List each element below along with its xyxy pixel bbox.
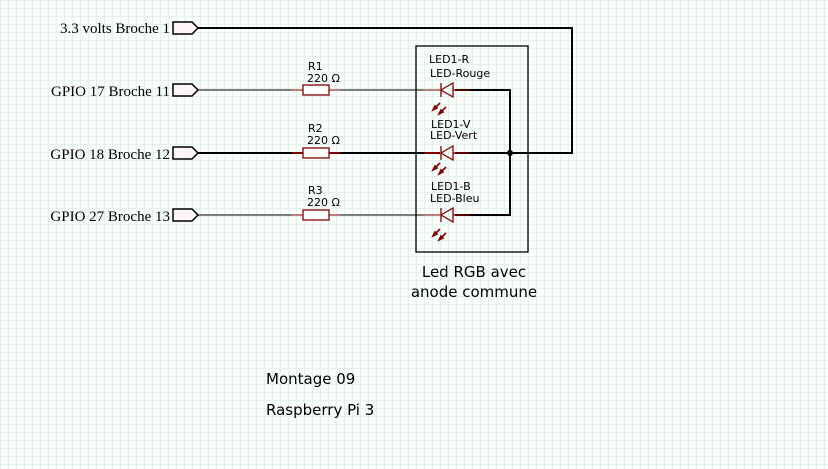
led-name: LED-Rouge [430, 67, 490, 80]
wire-3v3 [198, 27, 573, 154]
port-label: GPIO 27 Broche 13 [50, 209, 170, 225]
junction-dot [507, 150, 513, 156]
diode-icon [439, 144, 454, 162]
resistor-value: 220 Ω [307, 72, 340, 85]
led-name: LED-Bleu [430, 192, 479, 205]
port-label: GPIO 18 Broche 12 [50, 147, 170, 163]
port-label: 3.3 volts Broche 1 [60, 21, 170, 37]
led-box-caption-line2: anode commune [411, 283, 537, 301]
rgb-led-package [415, 45, 529, 253]
port-label: GPIO 17 Broche 11 [51, 84, 170, 100]
resistor-ref: R3 [308, 184, 323, 197]
resistor-value: 220 Ω [307, 134, 340, 147]
light-emission-icon [431, 228, 447, 242]
project-title: Montage 09 [266, 370, 355, 388]
port-gpio17[interactable]: GPIO 17 Broche 11 [51, 83, 200, 100]
board-name: Raspberry Pi 3 [266, 401, 374, 419]
diode-icon [439, 81, 454, 99]
port-gpio18[interactable]: GPIO 18 Broche 12 [50, 146, 200, 163]
light-emission-icon [431, 162, 447, 176]
resistor-value: 220 Ω [307, 196, 340, 209]
resistor-ref: R1 [308, 60, 323, 73]
led-ref: LED1-R [429, 53, 470, 66]
led-box-caption-line1: Led RGB avec [422, 263, 526, 281]
resistor-r2[interactable]: R2 220 Ω [302, 122, 340, 159]
led-green[interactable]: LED1-V LED-Vert [430, 118, 478, 176]
resistor-r3[interactable]: R3 220 Ω [302, 184, 340, 221]
port-gpio27[interactable]: GPIO 27 Broche 13 [50, 208, 200, 225]
resistor-r1[interactable]: R1 220 Ω [302, 60, 340, 96]
led-ref: LED1-B [431, 180, 471, 193]
led-blue[interactable]: LED1-B LED-Bleu [430, 180, 479, 242]
led-ref: LED1-V [431, 118, 471, 131]
diode-icon [439, 206, 454, 224]
light-emission-icon [431, 102, 447, 116]
led-red[interactable]: LED1-R LED-Rouge [429, 53, 490, 116]
port-3v3[interactable]: 3.3 volts Broche 1 [60, 21, 200, 37]
resistor-ref: R2 [308, 122, 323, 135]
led-name: LED-Vert [430, 129, 478, 142]
